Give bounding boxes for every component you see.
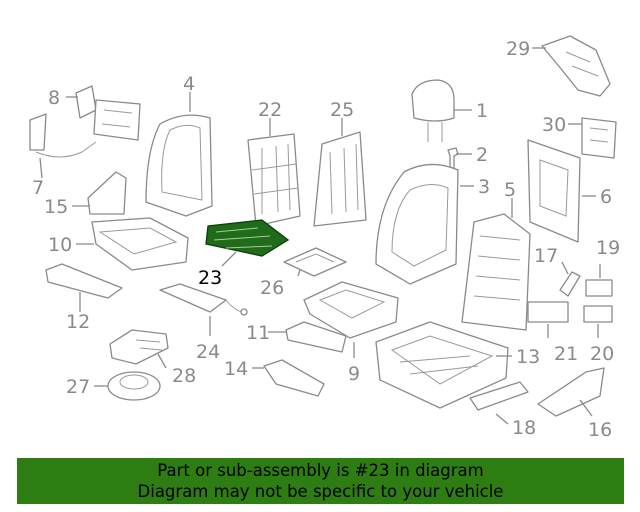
label-3: 3 — [478, 176, 490, 198]
label-13: 13 — [516, 346, 540, 368]
leader-18 — [495, 413, 509, 425]
label-7: 7 — [32, 177, 44, 199]
part-26-plate — [283, 247, 347, 277]
label-22: 22 — [258, 99, 282, 121]
label-18: 18 — [512, 417, 536, 439]
part-3-backrest-assembly — [375, 163, 459, 285]
part-11-pad — [285, 321, 347, 353]
label-26: 26 — [260, 277, 284, 299]
part-30-module — [581, 117, 617, 159]
label-27: 27 — [66, 376, 90, 398]
label-11: 11 — [246, 322, 270, 344]
label-23: 23 — [198, 267, 222, 289]
part-17-clip — [559, 271, 581, 297]
label-4: 4 — [183, 73, 195, 95]
info-banner: Part or sub-assembly is #23 in diagram D… — [17, 458, 624, 504]
part-9-seat-cushion — [303, 281, 399, 339]
part-19-switch — [585, 279, 613, 297]
label-14: 14 — [224, 358, 248, 380]
part-10-cushion-frame — [91, 217, 189, 271]
part-29-motor-assembly — [541, 35, 611, 97]
label-21: 21 — [554, 343, 578, 365]
part-12-trim — [45, 263, 123, 299]
label-1: 1 — [476, 100, 488, 122]
label-20: 20 — [590, 343, 614, 365]
part-6-back-panel — [527, 139, 581, 243]
part-24-heating-mat — [159, 283, 248, 316]
part-14-trim — [263, 359, 325, 397]
leader-17 — [561, 261, 569, 275]
label-12: 12 — [66, 311, 90, 333]
label-9: 9 — [348, 363, 360, 385]
leader-7 — [39, 157, 43, 179]
part-28-pad — [109, 329, 169, 365]
part-20-switch — [583, 305, 613, 323]
label-16: 16 — [588, 419, 612, 441]
leader-23 — [221, 251, 237, 267]
label-6: 6 — [600, 186, 612, 208]
label-15: 15 — [44, 196, 68, 218]
part-25-backrest-board — [313, 131, 367, 227]
label-19: 19 — [596, 237, 620, 259]
label-2: 2 — [476, 144, 488, 166]
label-8: 8 — [48, 87, 60, 109]
label-28: 28 — [172, 365, 196, 387]
part-16-side-trim — [537, 367, 605, 417]
leader-16 — [579, 399, 593, 417]
part-8-trim — [75, 85, 141, 141]
part-5-backrest-frame — [461, 213, 531, 331]
part-13-seat-frame — [375, 321, 509, 409]
label-5: 5 — [504, 179, 516, 201]
label-24: 24 — [196, 341, 220, 363]
part-4-backrest-cover — [145, 114, 213, 217]
label-30: 30 — [542, 114, 566, 136]
part-15-bracket — [87, 171, 127, 215]
part-7-side-cover — [29, 113, 97, 158]
banner-line-2: Diagram may not be specific to your vehi… — [137, 482, 504, 501]
part-27-speaker — [107, 371, 161, 401]
part-22-backrest-pad — [247, 133, 301, 227]
label-17: 17 — [534, 245, 558, 267]
banner-line-1: Part or sub-assembly is #23 in diagram — [157, 461, 484, 480]
leader-26 — [297, 269, 301, 277]
leader-28 — [157, 353, 167, 369]
part-18-trim — [469, 381, 529, 411]
label-10: 10 — [48, 234, 72, 256]
part-1-headrest — [411, 79, 455, 142]
part-23-highlighted — [205, 219, 290, 257]
part-21-module — [527, 301, 569, 323]
label-25: 25 — [330, 99, 354, 121]
label-29: 29 — [506, 38, 530, 60]
